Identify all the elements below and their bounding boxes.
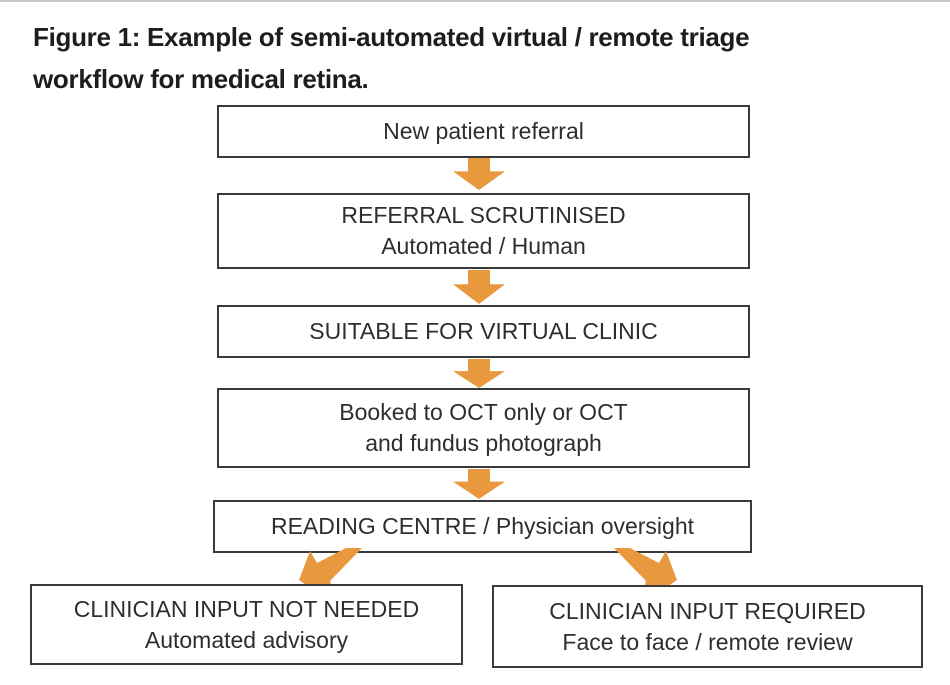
box-text-line: CLINICIAN INPUT NOT NEEDED	[73, 595, 420, 622]
down-arrow-icon	[453, 158, 505, 190]
flow-box-clinician-input-required: CLINICIAN INPUT REQUIRED Face to face / …	[492, 585, 923, 668]
down-arrow-icon	[453, 270, 505, 304]
figure-title-line2: workflow for medical retina.	[33, 64, 369, 94]
flow-box-new-patient-referral: New patient referral	[217, 105, 750, 158]
box-text-line: New patient referral	[383, 118, 584, 144]
box-text-line: Automated / Human	[381, 233, 586, 259]
box-text-line: REFERRAL SCRUTINISED	[341, 202, 626, 228]
top-border-line	[0, 0, 950, 2]
box-text-line: SUITABLE FOR VIRTUAL CLINIC	[309, 318, 658, 344]
box-text-line: and fundus photograph	[365, 430, 602, 456]
figure-title-line1: Figure 1: Example of semi-automated virt…	[33, 22, 750, 52]
flow-box-booked-oct: Booked to OCT only or OCT and fundus pho…	[217, 388, 750, 468]
box-text-line: Automated advisory	[144, 626, 349, 653]
box-text-line: READING CENTRE / Physician oversight	[270, 513, 695, 539]
box-text-line: Face to face / remote review	[562, 628, 853, 655]
down-arrow-icon	[453, 469, 505, 499]
flow-box-referral-scrutinised: REFERRAL SCRUTINISED Automated / Human	[217, 193, 750, 269]
figure-title: Figure 1: Example of semi-automated virt…	[33, 16, 923, 100]
branch-arrow-down-left-icon	[299, 548, 362, 606]
flow-box-clinician-input-not-needed: CLINICIAN INPUT NOT NEEDED Automated adv…	[30, 584, 463, 665]
box-text-line: CLINICIAN INPUT REQUIRED	[549, 597, 866, 624]
down-arrow-icon	[453, 359, 505, 388]
box-text-line: Booked to OCT only or OCT	[339, 399, 628, 425]
branch-arrow-down-right-icon	[614, 548, 677, 606]
flow-box-suitable-virtual-clinic: SUITABLE FOR VIRTUAL CLINIC	[217, 305, 750, 358]
flow-box-reading-centre: READING CENTRE / Physician oversight	[213, 500, 752, 553]
